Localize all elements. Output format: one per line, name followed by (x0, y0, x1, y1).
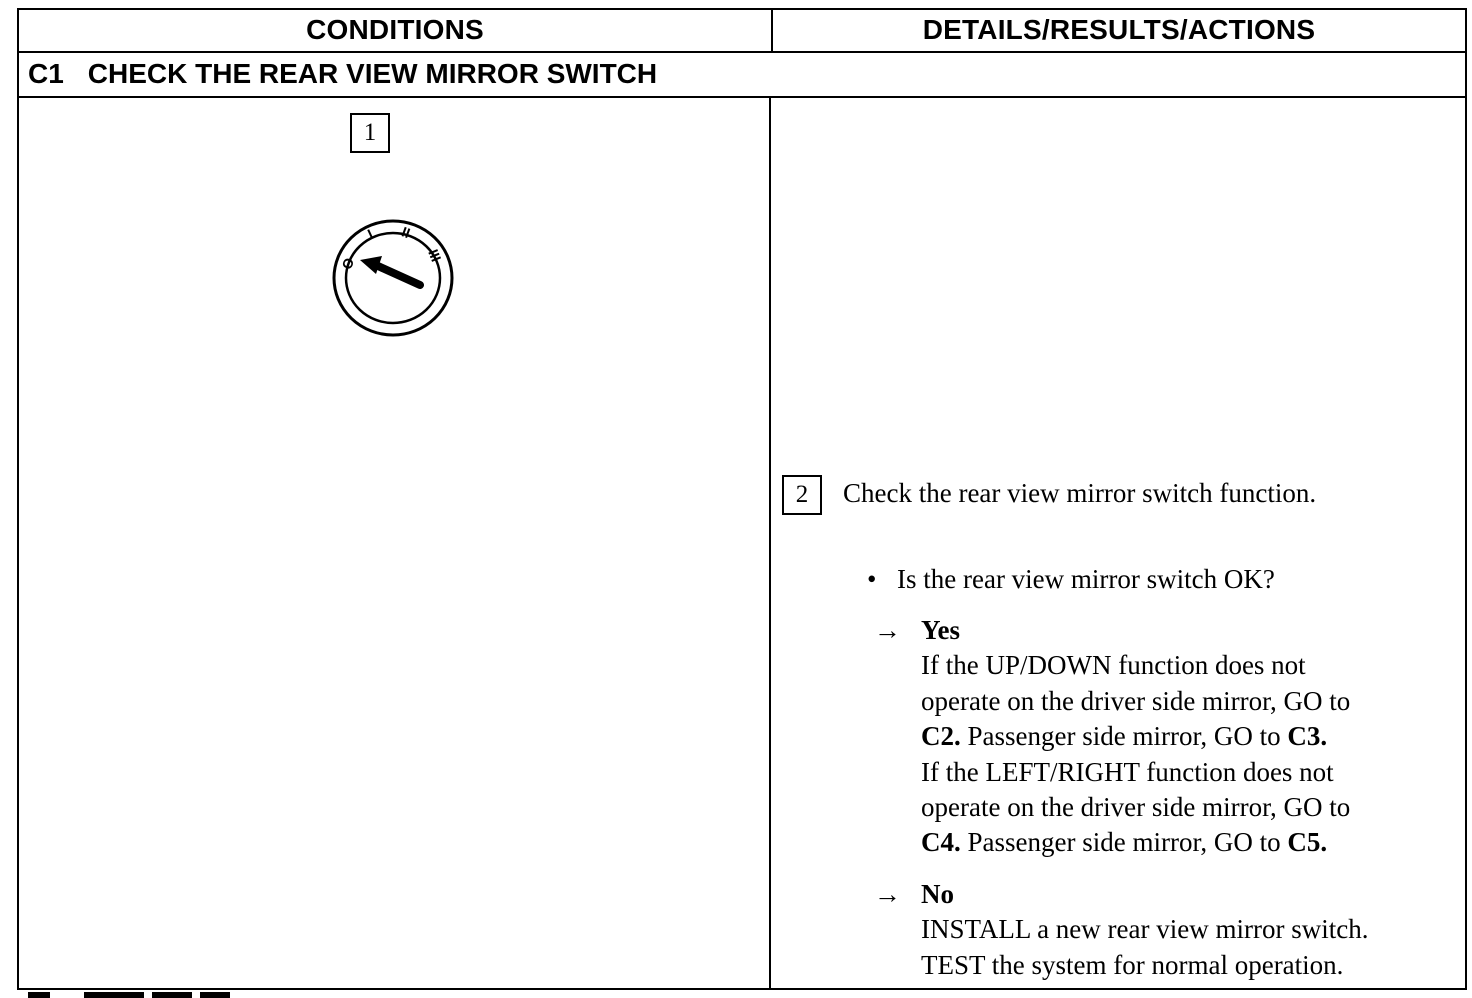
cutoff-next-row (28, 992, 230, 998)
yes-line-4: If the LEFT/RIGHT function does not (921, 756, 1334, 787)
header-column-divider (771, 8, 773, 53)
position-iii-mark: III (425, 247, 444, 264)
no-line-1: INSTALL a new rear view mirror switch. (921, 914, 1369, 945)
section-title-text: CHECK THE REAR VIEW MIRROR SWITCH (87, 58, 658, 89)
table-bottom-border (17, 988, 1467, 990)
yes-line-6: C4. Passenger side mirror, GO to C5. (921, 825, 1350, 860)
position-ii-mark: II (400, 223, 413, 241)
yes-line-5: operate on the driver side mirror, GO to (921, 792, 1351, 823)
yes-line-2: operate on the driver side mirror, GO to (921, 685, 1351, 716)
conditions-header: CONDITIONS (306, 14, 484, 45)
no-line-2: TEST the system for normal operation. (921, 949, 1344, 980)
ref-c4: C4. (921, 827, 961, 858)
table-top-border (17, 8, 1467, 10)
details-header: DETAILS/RESULTS/ACTIONS (922, 14, 1316, 45)
step-2-box: 2 (782, 475, 822, 515)
table-left-border (17, 8, 19, 990)
table-right-border (1465, 8, 1467, 990)
ref-c3: C3. (1287, 721, 1328, 752)
section-code: C1 (28, 58, 64, 89)
section-title: C1 CHECK THE REAR VIEW MIRROR SWITCH (28, 54, 657, 94)
body-column-divider (769, 96, 771, 990)
position-o-mark: O (338, 256, 357, 272)
position-i-mark: I (365, 226, 375, 242)
yes-label: Yes (921, 615, 960, 645)
section-divider (17, 96, 1467, 98)
question: • Is the rear view mirror switch OK? (867, 560, 1275, 598)
step-2-instruction: Check the rear view mirror switch functi… (843, 478, 1317, 508)
header-divider (17, 51, 1467, 53)
step-1-box: 1 (350, 113, 390, 153)
bullet-glyph: • (867, 564, 877, 594)
question-text: Is the rear view mirror switch OK? (897, 564, 1275, 594)
ref-c2: C2. (921, 721, 961, 752)
no-arrow-icon: → (874, 879, 901, 909)
yes-line-3: C2. Passenger side mirror, GO to C3. (921, 719, 1350, 754)
yes-arrow-icon: → (874, 615, 901, 645)
yes-line-1: If the UP/DOWN function does not (921, 650, 1306, 681)
yes-line-3-text: Passenger side mirror, GO to (960, 721, 1288, 752)
yes-line-6-text: Passenger side mirror, GO to (960, 827, 1288, 858)
no-label: No (921, 879, 954, 909)
ignition-switch-icon: O I II III (332, 219, 454, 337)
ref-c5: C5. (1287, 827, 1328, 858)
